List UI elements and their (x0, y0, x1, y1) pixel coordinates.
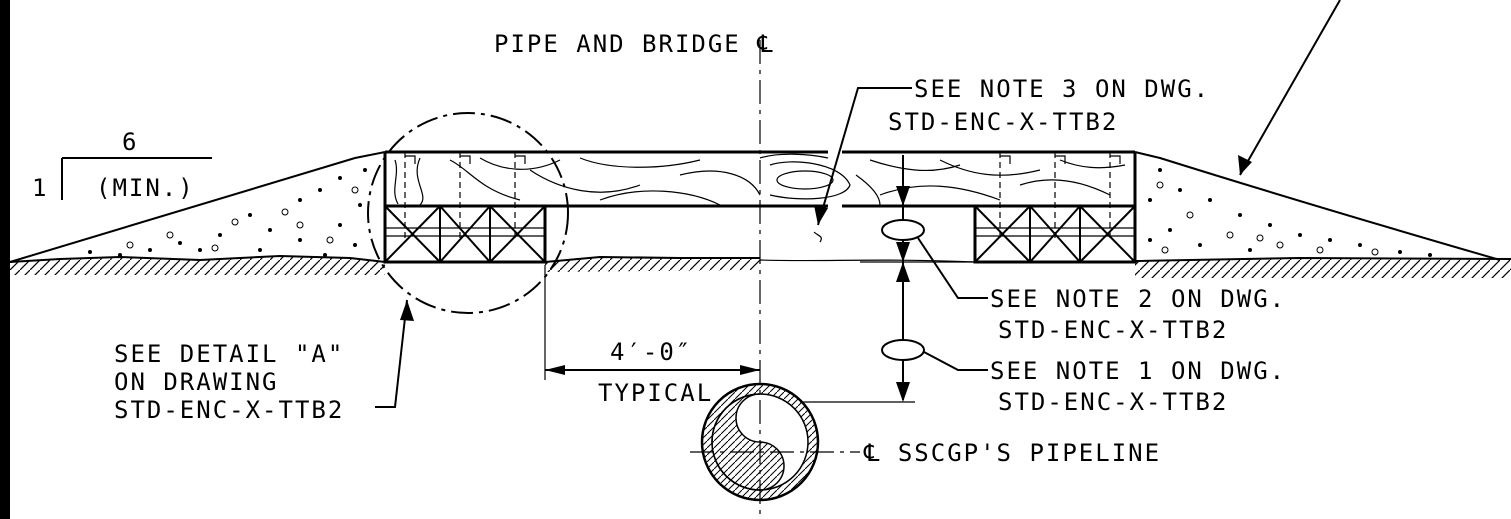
frame-left-border (0, 0, 10, 519)
left-embankment (9, 151, 386, 263)
detail-a-label-line3: STD-ENC-X-TTB2 (114, 396, 344, 424)
note3-leader (813, 87, 912, 243)
detail-a-label-line1: SEE DETAIL "A" (114, 340, 344, 368)
note3-label-line2: STD-ENC-X-TTB2 (888, 108, 1118, 136)
note2-label-line2: STD-ENC-X-TTB2 (998, 316, 1228, 344)
detail-a-circle (367, 112, 569, 314)
spacing-dimension-label: 4′-0″ (610, 338, 692, 366)
slope-vertical-label: 1 (32, 174, 48, 202)
embankment-leader (1238, 0, 1341, 176)
note1-label-line2: STD-ENC-X-TTB2 (998, 388, 1228, 416)
slope-indicator (61, 157, 212, 200)
note2-leader (917, 237, 988, 299)
ground-hatching (9, 254, 1511, 278)
note3-label-line1: SEE NOTE 3 ON DWG. (914, 75, 1210, 103)
note1-label-line1: SEE NOTE 1 ON DWG. (990, 357, 1286, 385)
detail-a-label-line2: ON DRAWING (114, 368, 279, 396)
right-mat-supports (973, 152, 1137, 264)
spacing-dimension (544, 265, 760, 380)
pipeline-label: ℄ SSCGP'S PIPELINE (863, 439, 1161, 467)
note1-leader (923, 351, 988, 371)
left-mat-supports (383, 152, 547, 264)
clearance-dimension (800, 155, 975, 403)
slope-horizontal-label: 6 (122, 128, 138, 156)
slope-min-label: (MIN.) (96, 174, 195, 202)
pipeline-section (690, 382, 860, 502)
fill-stipple (88, 168, 1432, 257)
spacing-typical-label: TYPICAL (598, 379, 713, 407)
detail-a-leader (375, 299, 414, 408)
pipe-bridge-centerline-label: PIPE AND BRIDGE ℄ (494, 30, 775, 58)
right-embankment (1134, 151, 1501, 261)
note2-label-line1: SEE NOTE 2 ON DWG. (990, 285, 1286, 313)
